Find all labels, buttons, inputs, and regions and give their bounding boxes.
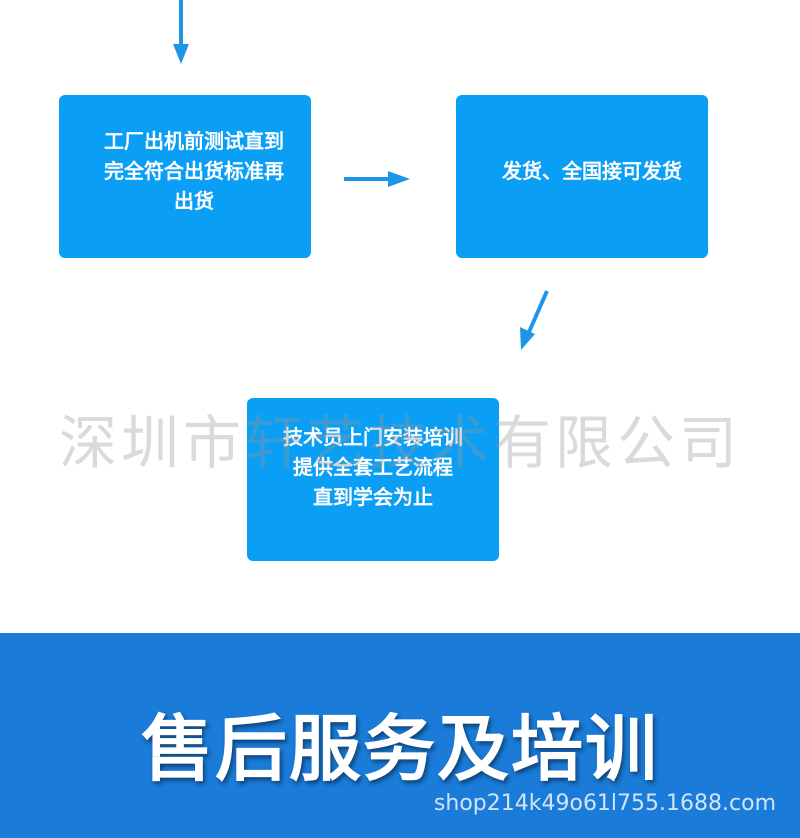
arrow-right-to-shipping	[344, 171, 410, 187]
step-box-factory-test: 工厂出机前测试直到 完全符合出货标准再 出货	[59, 95, 311, 258]
step-box-onsite-training: 技术员上门安装培训 提供全套工艺流程 直到学会为止	[247, 398, 499, 561]
step-label-factory-test: 工厂出机前测试直到 完全符合出货标准再 出货	[104, 128, 284, 213]
company-watermark: 深圳市轩艺技术有限公司	[58, 409, 741, 477]
service-banner	[0, 633, 800, 838]
arrow-down-left-to-training	[520, 290, 549, 350]
step-label-shipping: 发货、全国接可发货	[502, 158, 682, 183]
shop-url-watermark: shop214k49o61l755.1688.com	[433, 791, 776, 816]
arrow-down-into-first-step	[173, 0, 189, 64]
step-box-shipping: 发货、全国接可发货	[456, 95, 708, 258]
step-label-onsite-training: 技术员上门安装培训 提供全套工艺流程 直到学会为止	[283, 424, 463, 509]
banner-title: 售后服务及培训	[140, 707, 659, 791]
